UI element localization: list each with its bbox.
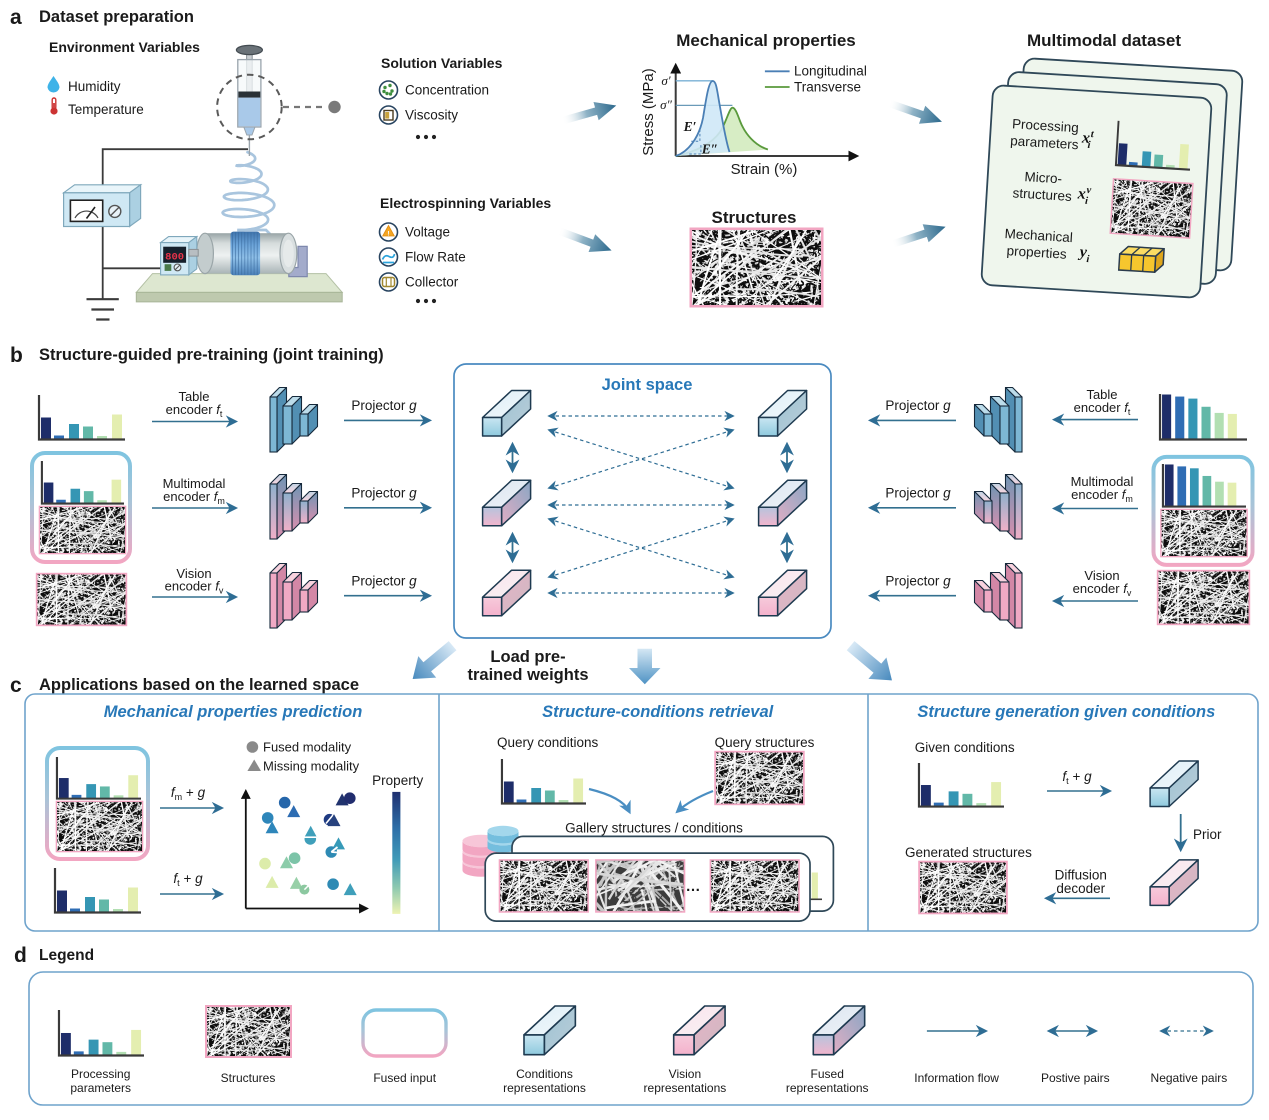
- svg-text:Missing modality: Missing modality: [263, 759, 360, 774]
- svg-text:Processing: Processing: [71, 1067, 130, 1081]
- svg-text:Projector g: Projector g: [351, 398, 417, 413]
- svg-text:Transverse: Transverse: [794, 79, 861, 94]
- svg-text:encoder ft: encoder ft: [166, 402, 223, 419]
- svg-text:Strain (%): Strain (%): [731, 161, 798, 178]
- svg-text:Mechanical properties predicti: Mechanical properties prediction: [104, 703, 363, 721]
- svg-text:Structure-conditions retrieval: Structure-conditions retrieval: [542, 703, 773, 721]
- svg-text:Diffusion: Diffusion: [1055, 868, 1107, 883]
- svg-text:Projector g: Projector g: [885, 574, 951, 589]
- svg-text:Vision: Vision: [176, 566, 211, 581]
- svg-text:Mechanical: Mechanical: [1004, 226, 1073, 245]
- svg-text:σ″: σ″: [660, 97, 672, 112]
- svg-text:encoder fm: encoder fm: [163, 489, 225, 506]
- svg-text:trained weights: trained weights: [467, 666, 588, 684]
- svg-text:a: a: [10, 6, 22, 29]
- svg-text:Projector g: Projector g: [351, 486, 417, 501]
- svg-text:Fused modality: Fused modality: [263, 740, 352, 755]
- svg-text:c: c: [10, 674, 22, 697]
- svg-text:Processing: Processing: [1012, 116, 1080, 135]
- svg-text:Given conditions: Given conditions: [915, 740, 1015, 755]
- svg-text:Query structures: Query structures: [715, 735, 815, 750]
- svg-text:Multimodal: Multimodal: [163, 476, 226, 491]
- svg-text:representations: representations: [503, 1081, 586, 1095]
- svg-text:Longitudinal: Longitudinal: [794, 64, 867, 79]
- svg-text:ft + g: ft + g: [1062, 769, 1092, 786]
- svg-text:Electrospinning Variables: Electrospinning Variables: [380, 195, 551, 211]
- svg-text:Information flow: Information flow: [914, 1071, 999, 1085]
- svg-text:!: !: [387, 230, 389, 237]
- svg-text:σ′: σ′: [661, 73, 670, 88]
- svg-text:encoder fv: encoder fv: [1073, 581, 1132, 598]
- svg-text:Multimodal: Multimodal: [1071, 474, 1134, 489]
- svg-text:Concentration: Concentration: [405, 83, 489, 98]
- svg-text:Gallery structures / condition: Gallery structures / conditions: [565, 821, 743, 836]
- svg-text:d: d: [14, 944, 27, 967]
- svg-text:Vision: Vision: [1084, 568, 1119, 583]
- svg-text:Structures: Structures: [221, 1071, 276, 1085]
- svg-text:Humidity: Humidity: [68, 79, 121, 94]
- svg-text:Projector g: Projector g: [885, 398, 951, 413]
- svg-text:Prior: Prior: [1193, 827, 1222, 842]
- svg-text:Generated structures: Generated structures: [905, 845, 1032, 860]
- svg-text:Voltage: Voltage: [405, 225, 450, 240]
- svg-text:encoder fv: encoder fv: [165, 579, 224, 596]
- svg-text:Collector: Collector: [405, 275, 459, 290]
- svg-text:E′: E′: [683, 119, 697, 134]
- svg-text:Table: Table: [1086, 387, 1117, 402]
- svg-text:Negative pairs: Negative pairs: [1151, 1071, 1228, 1085]
- svg-text:fm + g: fm + g: [171, 785, 206, 802]
- svg-text:encoder fm: encoder fm: [1071, 487, 1133, 504]
- svg-text:…: …: [686, 878, 701, 895]
- svg-text:Structure-guided pre-training: Structure-guided pre-training (joint tra…: [39, 346, 384, 364]
- svg-text:xvi: xvi: [1076, 184, 1092, 207]
- svg-text:Vision: Vision: [669, 1067, 701, 1081]
- svg-text:Conditions: Conditions: [516, 1067, 573, 1081]
- svg-text:Joint space: Joint space: [602, 376, 693, 394]
- svg-text:Mechanical properties: Mechanical properties: [676, 31, 856, 50]
- svg-text:encoder ft: encoder ft: [1074, 400, 1131, 417]
- svg-text:Flow Rate: Flow Rate: [405, 250, 466, 265]
- svg-text:properties: properties: [1006, 243, 1067, 262]
- svg-text:representations: representations: [786, 1081, 869, 1095]
- svg-text:Stress (MPa): Stress (MPa): [640, 68, 657, 156]
- svg-text:Micro-: Micro-: [1024, 169, 1062, 186]
- svg-text:Viscosity: Viscosity: [405, 108, 458, 123]
- svg-text:Postive pairs: Postive pairs: [1041, 1071, 1110, 1085]
- svg-text:Applications based on the lear: Applications based on the learned space: [39, 676, 359, 694]
- svg-text:Temperature: Temperature: [68, 102, 144, 117]
- svg-text:Property: Property: [372, 773, 423, 788]
- svg-text:Legend: Legend: [39, 947, 94, 964]
- svg-text:Fused: Fused: [811, 1067, 844, 1081]
- svg-text:E″: E″: [701, 142, 718, 157]
- svg-text:Multimodal dataset: Multimodal dataset: [1027, 31, 1181, 50]
- svg-text:ft + g: ft + g: [173, 871, 203, 888]
- svg-text:decoder: decoder: [1056, 881, 1105, 896]
- svg-text:parameters: parameters: [1010, 133, 1079, 152]
- svg-text:Structure generation given con: Structure generation given conditions: [917, 703, 1215, 721]
- svg-text:Table: Table: [178, 389, 209, 404]
- svg-text:structures: structures: [1012, 185, 1072, 204]
- svg-text:Projector g: Projector g: [885, 486, 951, 501]
- svg-text:representations: representations: [644, 1081, 727, 1095]
- svg-text:Projector g: Projector g: [351, 574, 417, 589]
- svg-text:Dataset preparation: Dataset preparation: [39, 8, 194, 26]
- svg-text:yi: yi: [1077, 243, 1090, 265]
- svg-text:Query conditions: Query conditions: [497, 735, 599, 750]
- svg-text:Solution Variables: Solution Variables: [381, 55, 503, 71]
- svg-text:Environment Variables: Environment Variables: [49, 39, 200, 55]
- svg-text:b: b: [10, 344, 23, 367]
- svg-text:Fused input: Fused input: [373, 1071, 436, 1085]
- svg-text:800: 800: [165, 252, 184, 264]
- svg-text:Load pre-: Load pre-: [490, 648, 565, 666]
- svg-text:Structures: Structures: [711, 208, 796, 227]
- svg-text:parameters: parameters: [70, 1081, 131, 1095]
